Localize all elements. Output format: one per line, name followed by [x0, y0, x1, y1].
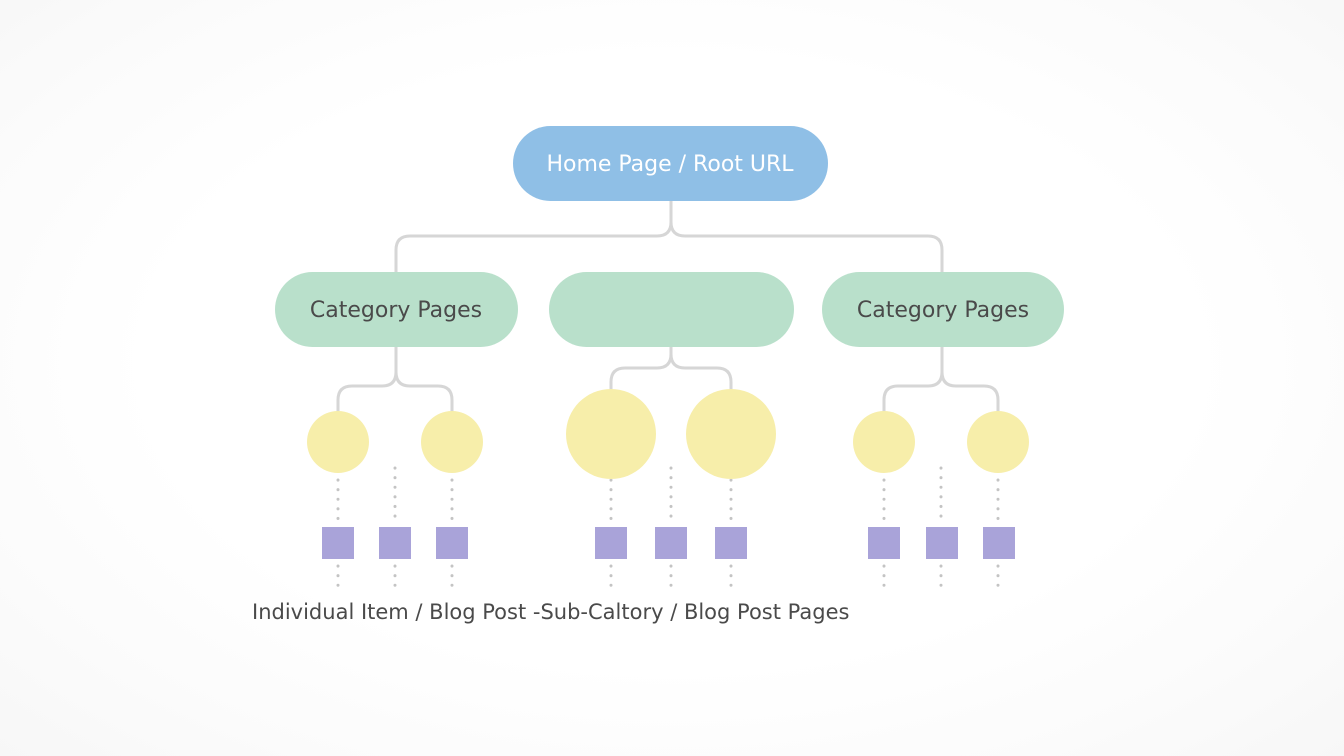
- category-node-label: Category Pages: [857, 298, 1029, 323]
- connector-category-right-sub-2: [940, 371, 1000, 412]
- root-node: Home Page / Root URL: [513, 126, 828, 201]
- subcategory-node: [853, 411, 915, 473]
- connector-category-middle-sub-1: [609, 346, 673, 390]
- category-node-left: Category Pages: [275, 272, 518, 347]
- subcategory-node: [307, 411, 369, 473]
- category-node-shape: [275, 272, 518, 347]
- item-node: [379, 527, 411, 559]
- dotted-lines: [336, 466, 1000, 590]
- item-node: [715, 527, 747, 559]
- subcategory-node: [967, 411, 1029, 473]
- connector-category-right-sub-1: [882, 346, 944, 412]
- item-node: [868, 527, 900, 559]
- item-nodes: [322, 527, 1015, 559]
- subcategory-node: [566, 389, 656, 479]
- connector-root-category-right: [669, 221, 944, 272]
- item-node: [322, 527, 354, 559]
- category-node-right: Category Pages: [822, 272, 1064, 347]
- subcategory-node: [421, 411, 483, 473]
- connector-root-category-left: [394, 200, 673, 272]
- connector-category-middle-sub-2: [669, 353, 733, 390]
- item-node: [983, 527, 1015, 559]
- root-node-shape: [513, 126, 828, 201]
- category-node-shape: [822, 272, 1064, 347]
- category-node-label: Category Pages: [310, 298, 482, 323]
- subcategory-node: [686, 389, 776, 479]
- subcategory-nodes: [307, 389, 1029, 479]
- item-node: [595, 527, 627, 559]
- connector-lines: [336, 200, 1000, 412]
- connector-category-left-sub-1: [336, 346, 398, 412]
- category-node-middle: [549, 272, 794, 347]
- root-node-label: Home Page / Root URL: [546, 152, 794, 177]
- item-node: [436, 527, 468, 559]
- bottom-caption: Individual Item / Blog Post ‑Sub‑Caltory…: [252, 600, 849, 624]
- connector-category-left-sub-2: [394, 371, 454, 412]
- category-node-shape: [549, 272, 794, 347]
- item-node: [655, 527, 687, 559]
- item-node: [926, 527, 958, 559]
